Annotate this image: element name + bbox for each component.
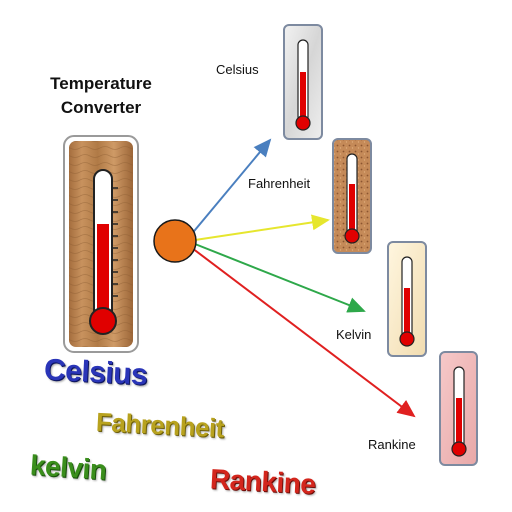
thermometer-wood-icon [63, 135, 139, 353]
thermometer-marble-icon [283, 24, 323, 140]
label-celsius: Celsius [216, 62, 259, 77]
thermometer-cork-icon [332, 138, 372, 254]
wordart-kelvin: kelvin [29, 449, 108, 486]
arrow-to-fahrenheit [194, 214, 330, 241]
thermometer-cream-icon [387, 241, 427, 357]
arrow-to-celsius [189, 138, 272, 237]
wordart-celsius: Celsius [43, 353, 149, 392]
label-kelvin: Kelvin [336, 327, 372, 342]
wordart-fahrenheit: Fahrenheit [95, 406, 225, 444]
source-node-icon [153, 219, 197, 263]
arrow-to-rankine [191, 247, 416, 418]
label-rankine: Rankine [368, 437, 416, 452]
arrow-to-kelvin [194, 243, 366, 313]
thermometer-pink-icon [439, 351, 478, 466]
label-fahrenheit: Fahrenheit [248, 176, 311, 191]
wordart-rankine: Rankine [209, 463, 317, 500]
page-title: Temperature Converter [50, 74, 152, 117]
